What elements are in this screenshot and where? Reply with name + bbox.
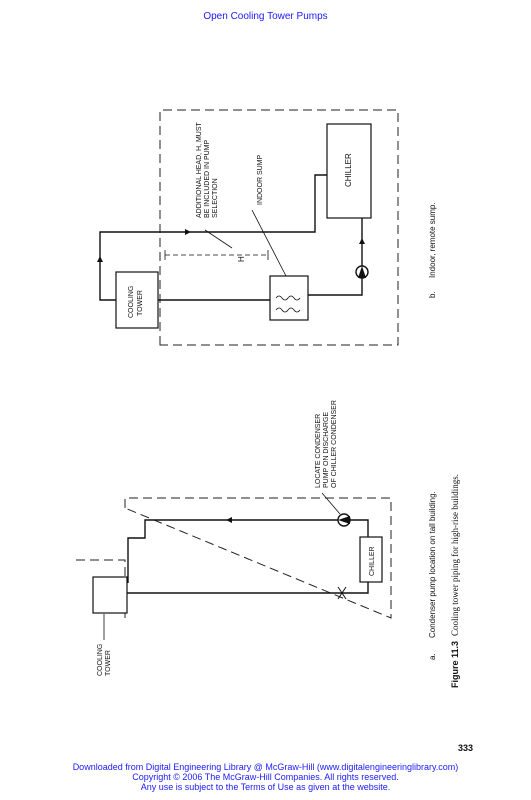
cooling-tower-label-b1: COOLING [128, 286, 135, 318]
note-a-line3: OF CHILLER CONDENSER [331, 400, 338, 488]
indoor-sump-box [269, 275, 309, 321]
caption-b: Indoor, remote sump. [428, 202, 437, 278]
cooling-tower-label-b2: TOWER [137, 290, 144, 316]
figure-caption: Cooling tower piping for high-rise build… [450, 474, 460, 636]
cooling-tower-label-a1: COOLING [97, 644, 104, 676]
footer-line3: Any use is subject to the Terms of Use a… [140, 782, 391, 792]
note-leader-b [204, 229, 233, 249]
diagram-b: COOLING TOWER CHILLER INDOOR SUMP ADDITI… [97, 109, 437, 346]
page-number: 333 [458, 743, 474, 753]
note-leader-a [321, 492, 341, 515]
chiller-box-b [326, 123, 372, 219]
footer-line2: Copyright © 2006 The McGraw-Hill Compani… [132, 772, 399, 782]
head-label: H [237, 256, 246, 262]
footer-line1[interactable]: Downloaded from Digital Engineering Libr… [72, 762, 459, 772]
pipe-b-return [160, 174, 327, 233]
cooling-tower-box-a [92, 576, 128, 614]
caption-letter-a: a. [428, 653, 437, 660]
pipe-a-top [127, 519, 369, 583]
pipe-a-bottom [127, 582, 369, 594]
note-b-line2: BE INCLUDED IN PUMP [204, 139, 211, 218]
figure-number: Figure 11.3 [450, 641, 460, 688]
valve-a [337, 586, 347, 600]
building-outline-b [159, 109, 399, 346]
note-a-line1: LOCATE CONDENSER [315, 414, 322, 488]
indoor-sump-label: INDOOR SUMP [257, 155, 264, 206]
running-header: Open Cooling Tower Pumps [203, 11, 328, 22]
note-a-line2: PUMP ON DISCHARGE [323, 412, 330, 488]
chiller-label-a: CHILLER [369, 546, 376, 576]
note-b-line1: ADDITIONAL HEAD, H, MUST [196, 121, 203, 218]
chiller-box-a [359, 536, 383, 583]
flow-arrow-a1 [226, 517, 232, 523]
diagram-a: COOLING TOWER CHILLER LOCATE CONDENSER P… [74, 400, 437, 676]
caption-letter-b: b. [428, 291, 437, 298]
cooling-tower-label-a2: TOWER [105, 650, 112, 676]
footer: Downloaded from Digital Engineering Libr… [0, 762, 531, 792]
caption-a: Condenser pump location on tall building… [428, 491, 437, 638]
note-b-line3: SELECTION [212, 178, 219, 218]
flow-arrow-b2 [359, 238, 365, 244]
pipe-b-sump-pump [308, 278, 363, 296]
sump-leader [251, 209, 287, 277]
chiller-label-b: CHILLER [344, 153, 353, 187]
flow-arrow-b1 [97, 256, 103, 262]
pipe-b-top [99, 231, 160, 301]
